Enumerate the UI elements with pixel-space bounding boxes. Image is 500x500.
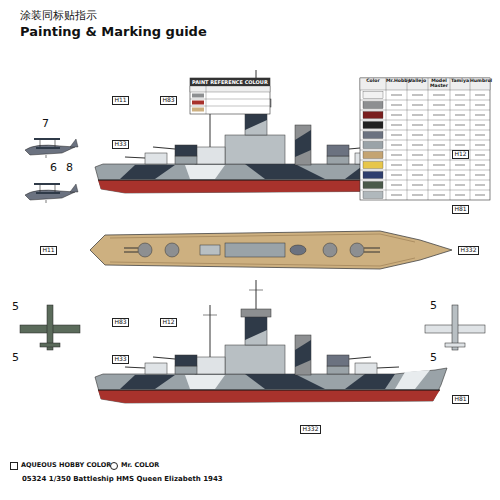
callout-number: 8 — [66, 162, 73, 174]
callout-number: 5 — [12, 301, 19, 313]
paint-callout: H332 — [300, 425, 321, 434]
paint-callout: H12 — [452, 150, 469, 159]
legend-text: Mr. COLOR — [121, 462, 159, 469]
table-header: Model Master — [428, 79, 450, 89]
paint-callout: H83 — [112, 318, 129, 327]
paint-callout: H81 — [452, 395, 469, 404]
subtitle: Painting & Marking guide — [20, 25, 207, 39]
kit-caption: 05324 1/350 Battleship HMS Queen Elizabe… — [22, 476, 223, 484]
callout-number: 5 — [12, 352, 19, 364]
paint-callout: H332 — [458, 246, 479, 255]
paint-callout: H12 — [160, 318, 177, 327]
table-header: Mr.Hobby — [386, 79, 407, 84]
legend-text: AQUEOUS HOBBY COLOR — [21, 462, 111, 469]
table-title: PAINT REFERENCE COLOUR — [192, 80, 268, 86]
callout-number: 5 — [430, 352, 437, 364]
callout-number: 7 — [42, 118, 49, 130]
legend-symbol — [110, 462, 118, 470]
paint-callout: H33 — [112, 355, 129, 364]
guide-title: 涂装同标贴指示 — [20, 10, 97, 22]
table-header: Vallejo — [407, 79, 428, 84]
paint-callout: H81 — [452, 205, 469, 214]
callout-number: 6 — [50, 162, 57, 174]
legend-symbol — [10, 462, 18, 470]
paint-callout: H11 — [112, 96, 129, 105]
legend-item: AQUEOUS HOBBY COLOR — [10, 462, 111, 470]
paint-callout: H83 — [160, 96, 177, 105]
paint-callout: H11 — [40, 246, 57, 255]
table-header: Color — [360, 79, 386, 84]
table-header: Tamiya — [450, 79, 470, 84]
table-header: Humbrol — [470, 79, 490, 84]
legend-item: Mr. COLOR — [110, 462, 159, 470]
callout-number: 5 — [430, 300, 437, 312]
paint-callout: H33 — [112, 140, 129, 149]
